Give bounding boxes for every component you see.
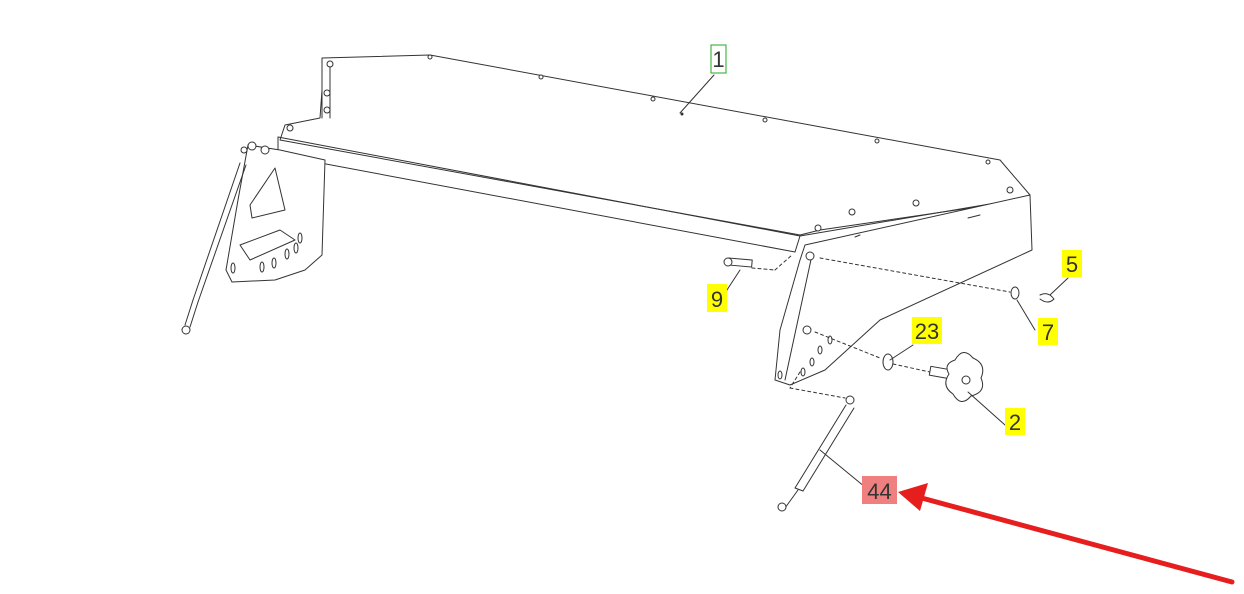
right-side-bracket	[774, 194, 1033, 386]
pin-part-9	[723, 254, 793, 271]
callout-label-5: 5	[1066, 252, 1078, 277]
callout-label-2: 2	[1009, 410, 1021, 435]
callout-44: 44	[862, 476, 897, 504]
red-pointer-arrow	[898, 483, 1235, 585]
callout-5: 5	[1062, 250, 1082, 277]
callout-label-9: 9	[711, 287, 723, 312]
washer-and-knob	[814, 331, 984, 402]
left-side-bracket	[225, 141, 326, 283]
callout-label-7: 7	[1042, 320, 1054, 345]
callout-9: 9	[707, 284, 727, 312]
gas-strut-part-44	[777, 371, 855, 512]
callout-label-44: 44	[867, 479, 891, 504]
leader-lines	[724, 269, 1069, 488]
callout-2: 2	[1005, 408, 1025, 435]
callout-1: 1	[710, 44, 727, 74]
callout-label-23: 23	[915, 319, 939, 344]
washer-and-clip	[819, 257, 1055, 303]
callout-23: 23	[912, 317, 942, 344]
left-gas-strut	[181, 146, 248, 335]
callout-7: 7	[1038, 318, 1058, 345]
callout-label-1: 1	[712, 47, 724, 72]
table-top-panel	[277, 54, 1031, 253]
